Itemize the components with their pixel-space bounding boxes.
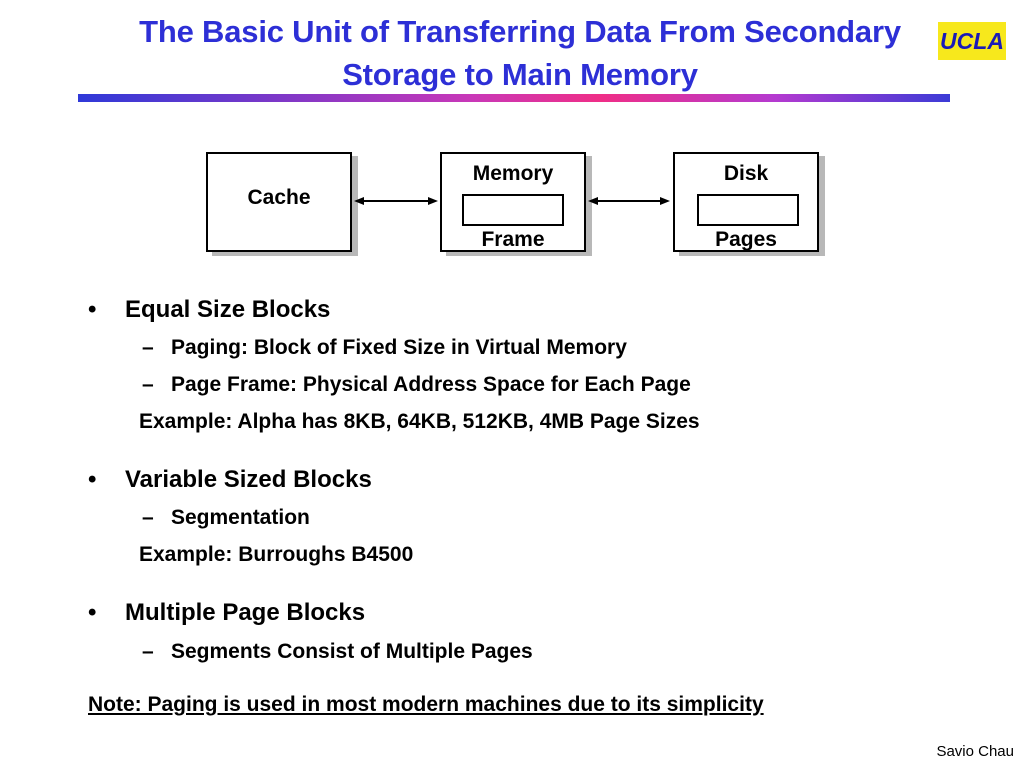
memory-hierarchy-diagram: Cache Memory Frame Disk Pages [200,146,830,261]
example-burroughs: Example: Burroughs B4500 [139,543,414,566]
cache-memory-arrow [354,197,438,205]
bullet-marker: • [88,599,97,626]
pages-label: Pages [715,228,777,251]
note-text: Note: Paging is used in most modern mach… [88,693,764,716]
bullet-equal-size-blocks: Equal Size Blocks [125,296,331,323]
bullet-marker: • [88,466,97,493]
sub-bullet-marker: – [142,506,154,529]
bullet-variable-sized-blocks: Variable Sized Blocks [125,466,372,493]
ucla-logo: UCLA [938,22,1006,60]
sub-bullet-marker: – [142,640,154,663]
title-divider [78,94,950,102]
cache-label: Cache [247,186,311,209]
title-line-1: The Basic Unit of Transferring Data From… [139,14,901,49]
example-alpha: Example: Alpha has 8KB, 64KB, 512KB, 4MB… [139,410,700,433]
sub-bullet-segmentation: Segmentation [171,506,310,529]
disk-box: Disk Pages [673,152,819,252]
cache-box: Cache [206,152,352,252]
slide-title: The Basic Unit of Transferring Data From… [60,10,980,96]
bullet-marker: • [88,296,97,323]
sub-bullet-marker: – [142,336,154,359]
frame-label: Frame [481,228,545,251]
title-line-2: Storage to Main Memory [342,57,698,92]
sub-bullet-marker: – [142,373,154,396]
sub-bullet-page-frame: Page Frame: Physical Address Space for E… [171,373,691,396]
disk-label: Disk [723,162,769,185]
memory-box: Memory Frame [440,152,586,252]
pages-slot [697,194,799,226]
sub-bullet-segments: Segments Consist of Multiple Pages [171,640,533,663]
frame-slot [462,194,564,226]
footer-author: Savio Chau [936,743,1014,760]
memory-label: Memory [472,162,554,185]
memory-disk-arrow [588,197,670,205]
bullet-multiple-page-blocks: Multiple Page Blocks [125,599,366,626]
sub-bullet-paging: Paging: Block of Fixed Size in Virtual M… [171,336,627,359]
